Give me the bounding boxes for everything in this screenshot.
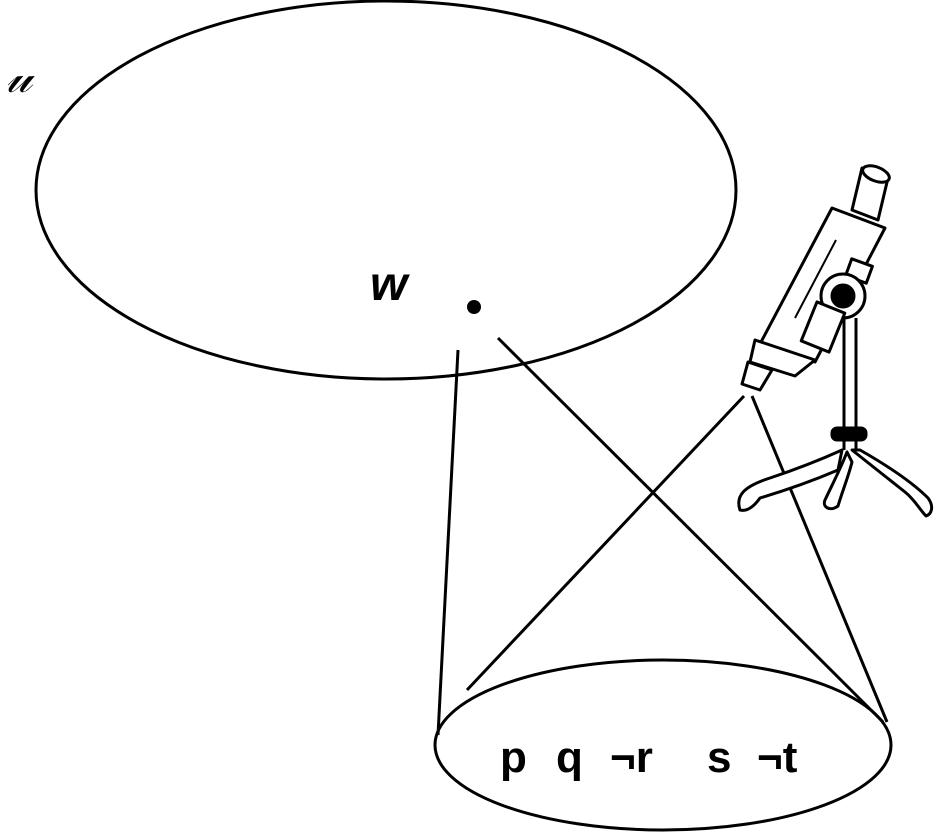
projection-line-left	[436, 349, 460, 736]
valuation-ellipse	[433, 658, 893, 832]
literal-s: s	[707, 733, 731, 782]
projection-line-right	[496, 336, 885, 724]
valuation-literals: p q ¬r s ¬t	[500, 733, 798, 782]
literal-not-t: ¬t	[757, 733, 798, 782]
literal-p: p	[500, 733, 527, 782]
universe-ellipse	[34, 0, 738, 381]
view-line-right	[750, 395, 889, 723]
literal-not-r: ¬r	[610, 733, 653, 782]
microscope-icon	[737, 164, 934, 518]
world-label: w	[370, 258, 410, 311]
literal-q: q	[556, 733, 583, 782]
view-line-left	[465, 394, 746, 692]
world-point	[467, 300, 481, 314]
universe-label: 𝓊	[6, 49, 35, 103]
